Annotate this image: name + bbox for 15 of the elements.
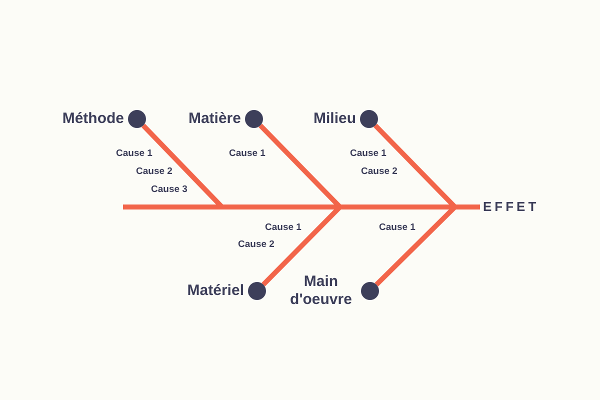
cause-label: Cause 1 [350, 148, 386, 160]
cause-label: Cause 1 [265, 222, 302, 234]
cause-label: Cause 1 [116, 148, 152, 160]
cause-label: Cause 2 [136, 166, 172, 178]
cause-label: Cause 1 [379, 222, 416, 234]
category-label: Matière [188, 110, 241, 128]
cause-label: Cause 2 [361, 166, 398, 178]
cause-label: Cause 2 [238, 239, 274, 251]
cause-label: Cause 3 [151, 184, 188, 196]
cause-label: Cause 1 [229, 148, 266, 160]
effect-label: EFFET [483, 199, 540, 215]
category-label: Main d'oeuvre [289, 273, 353, 309]
category-label: Méthode [62, 110, 124, 128]
category-label: Matériel [187, 282, 244, 300]
category-label: Milieu [313, 110, 356, 128]
